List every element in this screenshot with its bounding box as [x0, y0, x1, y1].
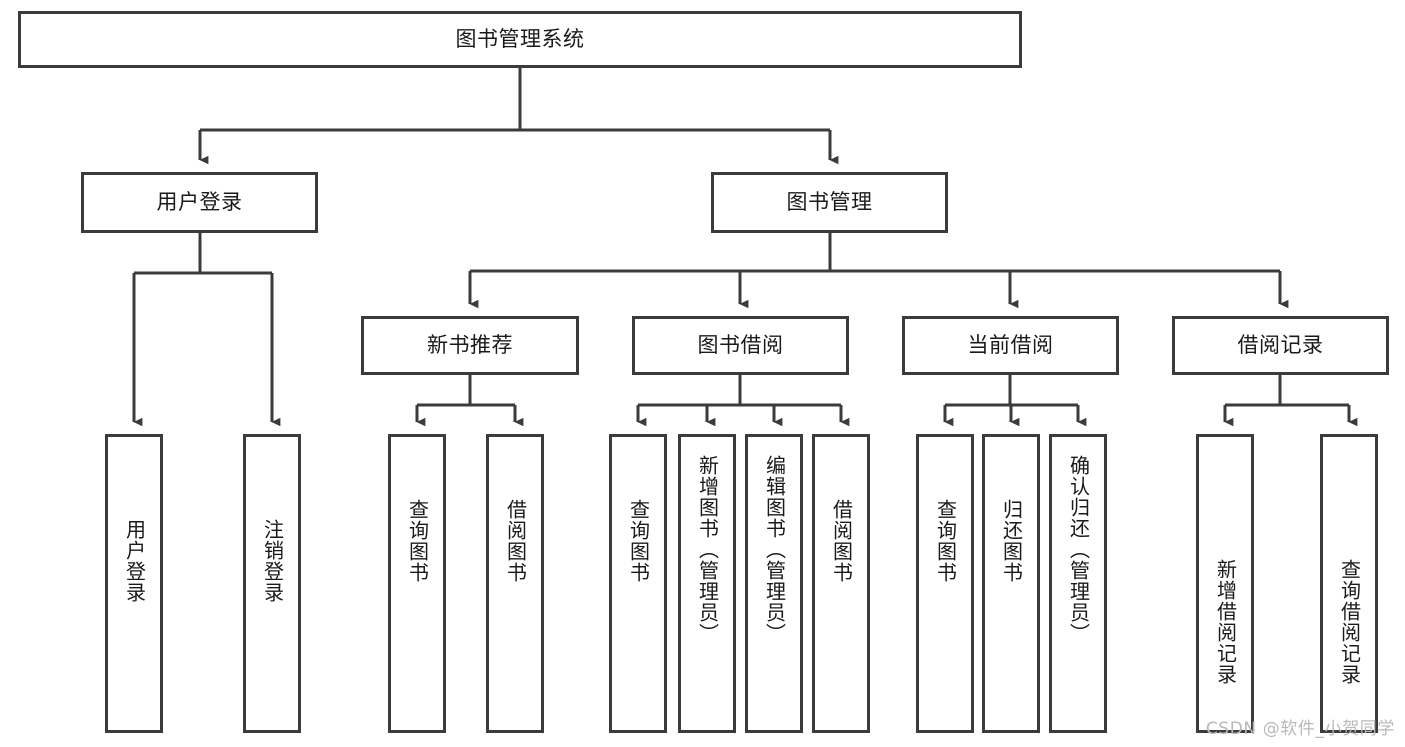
- csdn-watermark: CSDN @软件_小贺同学: [1205, 719, 1395, 739]
- node-current-borrow-label: 当前借阅: [967, 333, 1054, 358]
- node-user-login-label: 用户登录: [156, 190, 243, 215]
- node-leaf-borrow-book-2-label: 借阅图书: [829, 499, 854, 583]
- node-leaf-query-record-label: 查询借阅记录: [1337, 559, 1362, 685]
- node-borrow-record[interactable]: 借阅记录: [1172, 316, 1389, 375]
- node-leaf-borrow-book-1[interactable]: 借阅图书: [486, 434, 544, 733]
- node-leaf-user-login[interactable]: 用户登录: [105, 434, 163, 733]
- node-root-label: 图书管理系统: [455, 27, 585, 52]
- node-book-borrow-label: 图书借阅: [697, 333, 784, 358]
- node-user-login[interactable]: 用户登录: [81, 172, 318, 233]
- node-leaf-user-logout-label: 注销登录: [260, 519, 285, 603]
- node-leaf-edit-book-label: 编辑图书（管理员）: [762, 455, 787, 644]
- node-leaf-query-book-1[interactable]: 查询图书: [388, 434, 446, 733]
- node-leaf-confirm-return-label: 确认归还（管理员）: [1066, 455, 1091, 644]
- node-leaf-query-book-3[interactable]: 查询图书: [916, 434, 974, 733]
- node-leaf-edit-book[interactable]: 编辑图书（管理员）: [745, 434, 803, 733]
- node-leaf-query-book-1-label: 查询图书: [405, 499, 430, 583]
- node-leaf-add-record-label: 新增借阅记录: [1213, 559, 1238, 685]
- node-book-borrow[interactable]: 图书借阅: [632, 316, 849, 375]
- node-leaf-query-book-3-label: 查询图书: [933, 499, 958, 583]
- node-leaf-add-book[interactable]: 新增图书（管理员）: [678, 434, 736, 733]
- node-leaf-add-record[interactable]: 新增借阅记录: [1196, 434, 1254, 733]
- node-book-manage-label: 图书管理: [786, 190, 873, 215]
- node-current-borrow[interactable]: 当前借阅: [902, 316, 1119, 375]
- node-leaf-borrow-book-2[interactable]: 借阅图书: [812, 434, 870, 733]
- node-root[interactable]: 图书管理系统: [18, 11, 1022, 68]
- node-leaf-add-book-label: 新增图书（管理员）: [695, 455, 720, 644]
- node-leaf-return-book[interactable]: 归还图书: [982, 434, 1040, 733]
- node-leaf-confirm-return[interactable]: 确认归还（管理员）: [1049, 434, 1107, 733]
- node-leaf-query-book-2-label: 查询图书: [626, 499, 651, 583]
- node-new-book-recommend[interactable]: 新书推荐: [361, 316, 579, 375]
- node-leaf-return-book-label: 归还图书: [999, 499, 1024, 583]
- node-leaf-borrow-book-1-label: 借阅图书: [503, 499, 528, 583]
- node-leaf-query-book-2[interactable]: 查询图书: [609, 434, 667, 733]
- node-book-manage[interactable]: 图书管理: [711, 172, 948, 233]
- node-new-book-recommend-label: 新书推荐: [427, 333, 513, 358]
- node-leaf-user-login-label: 用户登录: [122, 519, 147, 603]
- node-borrow-record-label: 借阅记录: [1237, 333, 1324, 358]
- node-leaf-user-logout[interactable]: 注销登录: [243, 434, 301, 733]
- node-leaf-query-record[interactable]: 查询借阅记录: [1320, 434, 1378, 733]
